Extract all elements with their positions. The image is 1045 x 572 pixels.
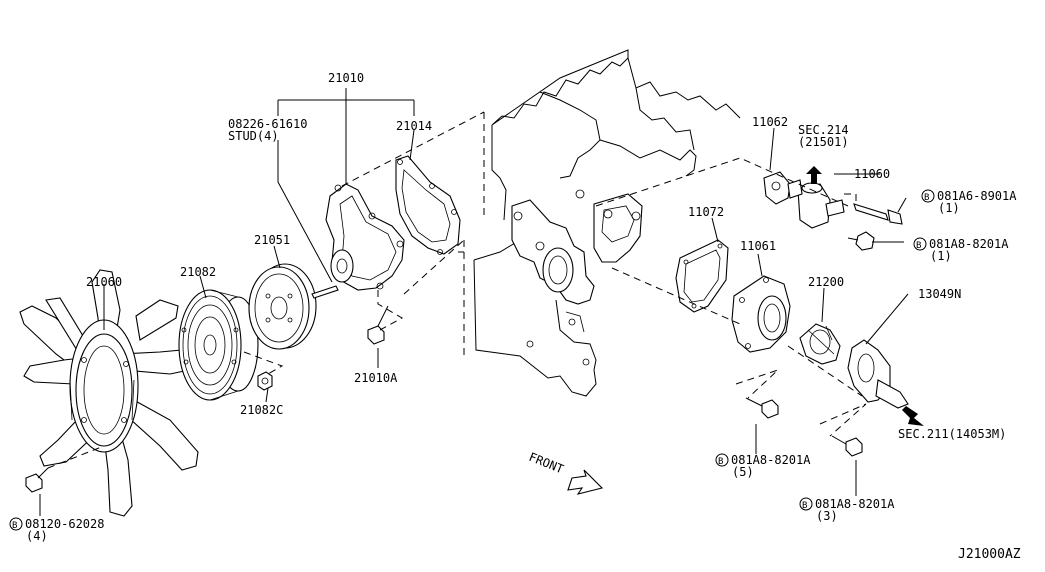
label-11072: 11072: [688, 205, 724, 219]
label-sec214-ref: (21501): [798, 135, 849, 149]
fan-21060: [19, 269, 215, 517]
bolt-marker-b-5: B: [802, 501, 807, 511]
diagram-id: J21000AZ: [958, 547, 1021, 562]
coupling-nut-21082c: [243, 351, 284, 391]
fan-coupling-21082: [178, 289, 259, 401]
label-sec211: SEC.211(14053M): [898, 427, 1006, 441]
label-081a6-8901a: 081A6-8901A: [937, 189, 1017, 203]
label-08120-62028-qty: (4): [26, 529, 48, 543]
bolt-marker-icon: [9, 517, 23, 531]
label-13049n: 13049N: [918, 287, 961, 301]
gasket-11072: [675, 239, 729, 313]
bolt-marker-icon: [799, 497, 813, 511]
label-stud-4: STUD(4): [228, 129, 279, 143]
front-label: FRONT: [527, 450, 566, 477]
bolt-marker-b-3: B: [916, 241, 921, 251]
bolt-marker-icon: [715, 453, 729, 467]
water-inlet-13049n: [847, 339, 924, 426]
label-081a8-8201a-1-qty: (1): [930, 249, 952, 263]
label-081a8-8201a-3: 081A8-8201A: [815, 497, 895, 511]
label-21014: 21014: [396, 119, 432, 133]
label-21060: 21060: [86, 275, 122, 289]
water-outlet-11060: [797, 166, 845, 229]
front-arrow: FRONT: [527, 450, 604, 495]
label-21010: 21010: [328, 71, 364, 85]
label-11061: 11061: [740, 239, 776, 253]
label-21200: 21200: [808, 275, 844, 289]
label-11062: 11062: [752, 115, 788, 129]
label-08120-62028: 08120-62028: [25, 517, 104, 531]
label-sec214: SEC.214: [798, 123, 849, 137]
label-11060: 11060: [854, 167, 890, 181]
pulley-21051: [248, 263, 317, 350]
bolt-08120-62028: [25, 467, 49, 493]
label-08226-61610: 08226-61610: [228, 117, 307, 131]
label-081a8-8201a-1: 081A8-8201A: [929, 237, 1009, 251]
bolt-081a8-8201a-1: [847, 231, 875, 251]
bolt-081a8-8201a-5: [745, 397, 779, 419]
engine-block: [463, 49, 741, 397]
bolt-marker-b-1: B: [12, 521, 17, 531]
thermostat-21200: [799, 323, 841, 365]
label-081a8-8201a-5: 081A8-8201A: [731, 453, 811, 467]
leader-lines: [39, 88, 909, 516]
bolt-marker-icon: [913, 237, 927, 251]
bolt-081a6-8901a: [853, 203, 903, 225]
label-081a8-8201a-5-qty: (5): [732, 465, 754, 479]
gasket-21014: [395, 155, 461, 255]
callouts: 21010 08226-61610 STUD(4) 21014 21051 21…: [9, 71, 1021, 562]
label-21082c: 21082C: [240, 403, 283, 417]
thermostat-housing-11061: [731, 275, 791, 353]
label-081a8-8201a-3-qty: (3): [816, 509, 838, 523]
bolt-marker-b-2: B: [924, 193, 929, 203]
bolt-marker-icon: [921, 189, 935, 203]
label-21051: 21051: [254, 233, 290, 247]
label-081a6-8901a-qty: (1): [938, 201, 960, 215]
pump-bolt-21010a: [367, 290, 404, 345]
label-21010a: 21010A: [354, 371, 398, 385]
label-21082: 21082: [180, 265, 216, 279]
bolt-081a8-8201a-3: [831, 435, 863, 457]
bolt-marker-b-4: B: [718, 457, 723, 467]
water-pump-21010: [311, 183, 405, 299]
